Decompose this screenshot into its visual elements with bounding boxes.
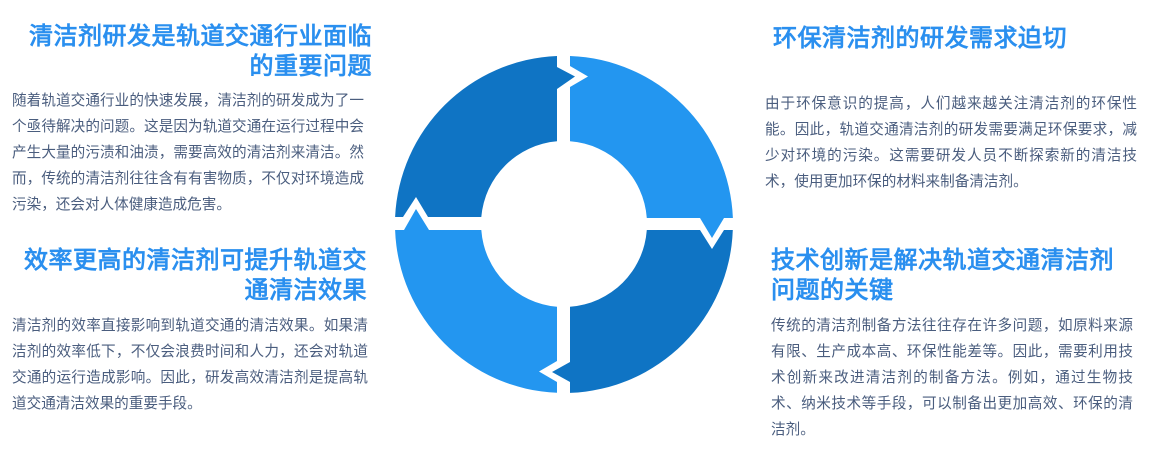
section-body: 由于环保意识的提高，人们越来越关注清洁剂的环保性能。因此，轨道交通清洁剂的研发需… bbox=[765, 95, 1137, 190]
segment-bottom-right bbox=[552, 230, 733, 393]
section-title: 技术创新是解决轨道交通清洁剂问题的关键 bbox=[771, 246, 1114, 304]
section-body: 传统的清洁剂制备方法往往存在许多问题，如原料来源有限、生产成本高、环保性能差等。… bbox=[771, 317, 1133, 438]
segment-bottom-left bbox=[395, 209, 557, 393]
section-title: 效率更高的清洁剂可提升轨道交通清洁效果 bbox=[24, 246, 367, 304]
section-body: 清洁剂的效率直接影响到轨道交通的清洁效果。如果清洁剂的效率低下，不仅会浪费时间和… bbox=[12, 317, 368, 412]
segment-top-right bbox=[570, 56, 733, 238]
section-top-right: 环保清洁剂的研发需求迫切 由于环保意识的提高，人们越来越关注清洁剂的环保性能。因… bbox=[765, 23, 1140, 195]
section-title: 清洁剂研发是轨道交通行业面临的重要问题 bbox=[29, 22, 372, 80]
section-title: 环保清洁剂的研发需求迫切 bbox=[773, 24, 1067, 52]
section-top-left: 清洁剂研发是轨道交通行业面临的重要问题 随着轨道交通行业的快速发展，清洁剂的研发… bbox=[12, 21, 372, 218]
section-bottom-left: 效率更高的清洁剂可提升轨道交通清洁效果 清洁剂的效率直接影响到轨道交通的清洁效果… bbox=[12, 245, 372, 417]
segment-top-left bbox=[395, 56, 575, 217]
section-body: 随着轨道交通行业的快速发展，清洁剂的研发成为了一个亟待解决的问题。这是因为轨道交… bbox=[12, 92, 364, 213]
section-bottom-right: 技术创新是解决轨道交通清洁剂问题的关键 传统的清洁剂制备方法往往存在许多问题，如… bbox=[765, 245, 1140, 443]
